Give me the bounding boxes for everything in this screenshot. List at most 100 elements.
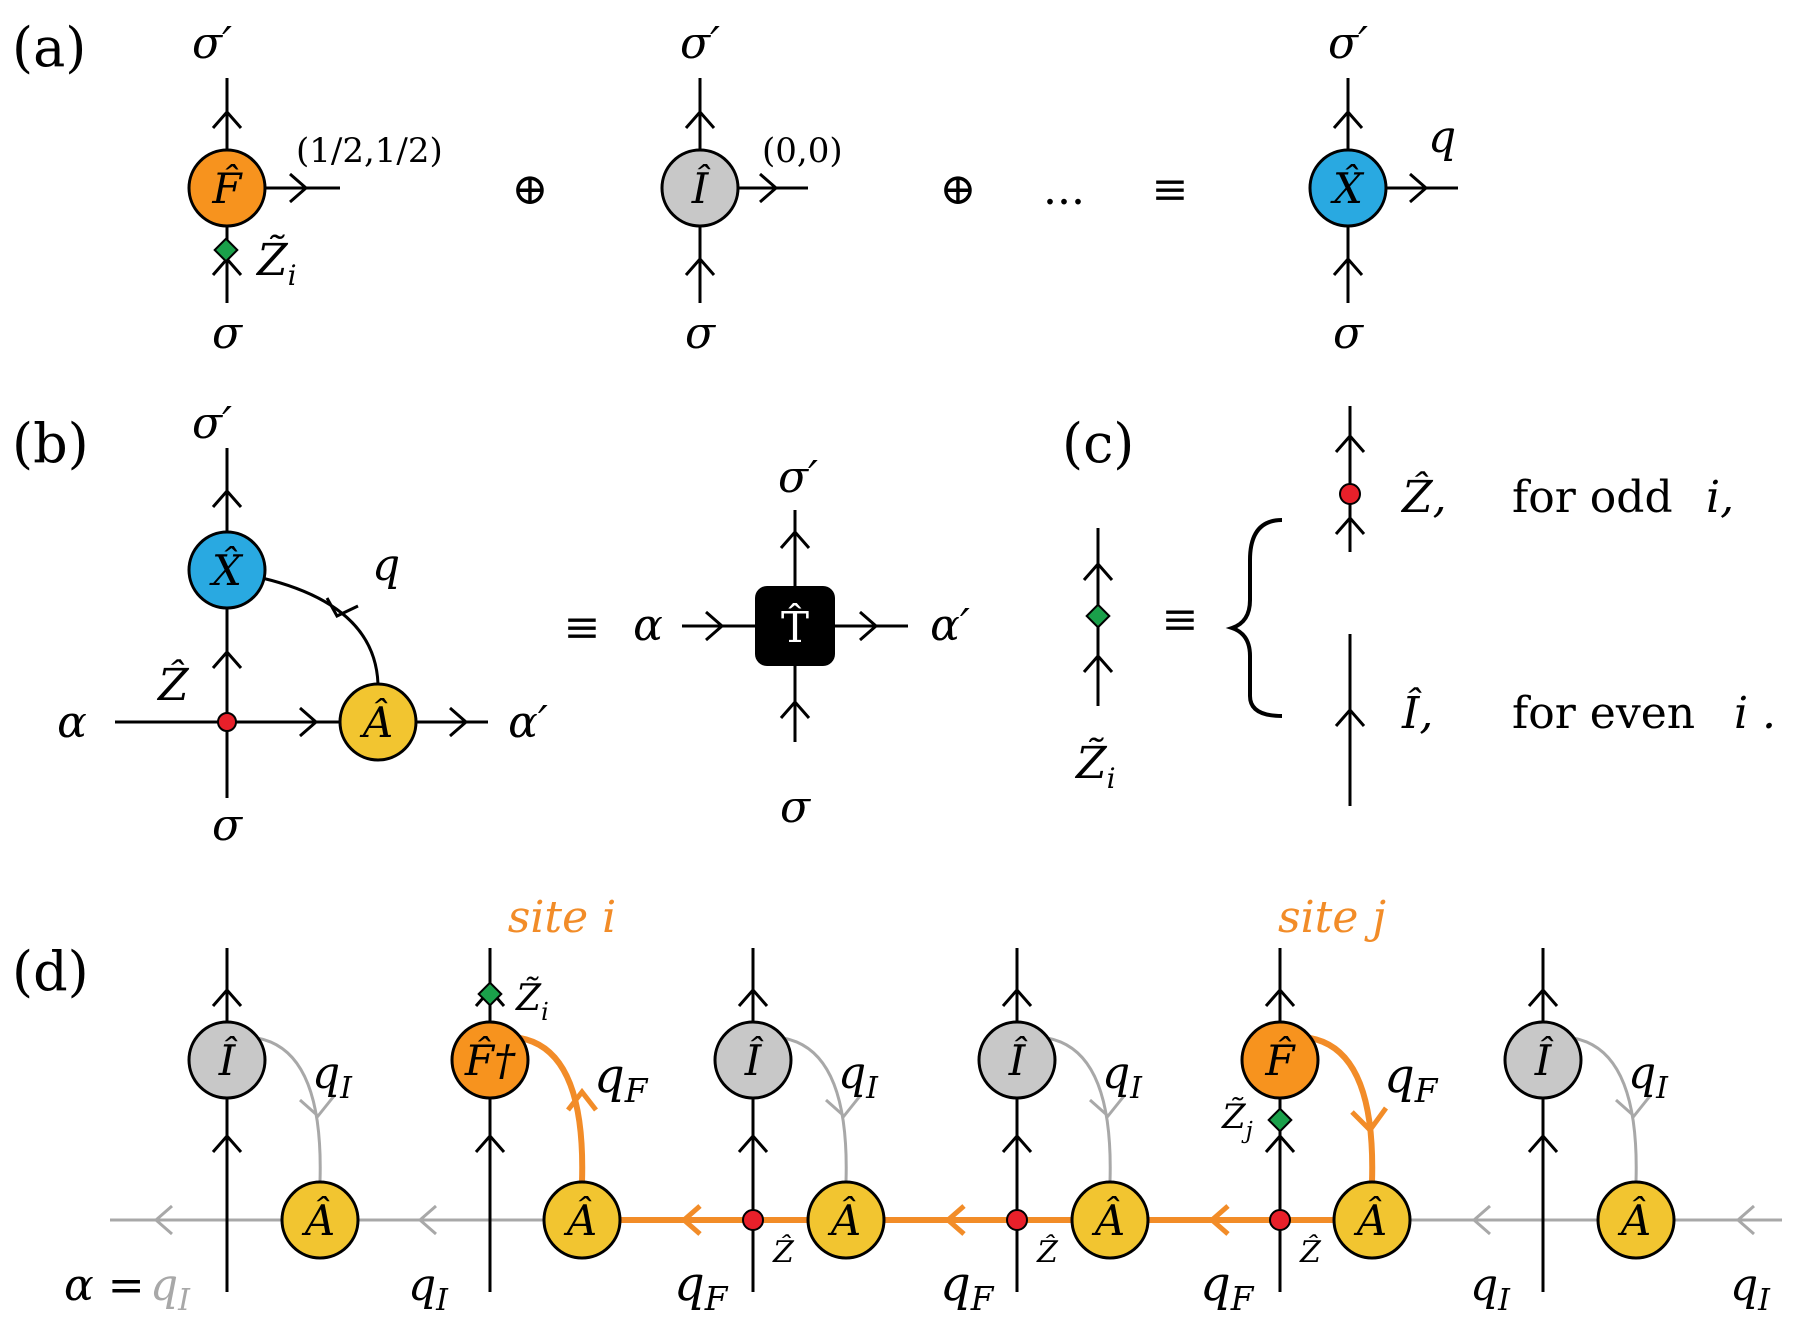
- site-node-label: F̂†: [464, 1034, 516, 1085]
- alpha-prime-b: α′: [508, 697, 548, 748]
- A-node-d: [280, 1180, 360, 1260]
- sigma-T: σ: [780, 782, 812, 833]
- red-dot-d: [1269, 1209, 1291, 1231]
- A-node-label-d: Â: [301, 1195, 335, 1245]
- qI-label-bottom: qI: [408, 1260, 449, 1313]
- grey-arrow: [1615, 1095, 1652, 1119]
- panel-c-even-leg: [1334, 634, 1366, 806]
- Zt-label-a: Z̃i: [255, 233, 297, 292]
- ellipsis: ...: [1043, 164, 1085, 215]
- arrow-up: [1001, 987, 1033, 1007]
- panel-label-d: (d): [12, 940, 89, 1003]
- arrow-up: [737, 987, 769, 1007]
- X-node-label-b: X̂: [209, 544, 244, 595]
- arrow-up: [1527, 987, 1559, 1007]
- F-node-d: [1240, 1020, 1320, 1100]
- A-node-d: [1332, 1180, 1412, 1260]
- red-dot-c: [1339, 483, 1361, 505]
- I-even-label: Î,: [1401, 686, 1433, 739]
- arrow-left: [417, 1204, 437, 1236]
- qF-label: qF: [594, 1048, 649, 1110]
- panel-label-a: (a): [12, 16, 86, 79]
- red-dot-d: [742, 1209, 764, 1231]
- green-diamond-a: [213, 237, 239, 263]
- charge-label-I: (0,0): [762, 131, 843, 171]
- grey-arrow: [299, 1095, 336, 1119]
- qI-label-bottom: qI: [1730, 1260, 1771, 1313]
- arrow-up: [211, 1133, 243, 1153]
- panel-c-odd-leg: [1334, 406, 1366, 552]
- q-label-b: q: [372, 540, 400, 591]
- green-diamond-i: [477, 981, 503, 1007]
- arrow-left: [1735, 1204, 1755, 1236]
- A-node-label-d: Â: [1091, 1195, 1125, 1245]
- site-node-label: Î: [744, 1035, 764, 1085]
- equiv-c: ≡: [1162, 594, 1199, 645]
- Zt-label-c: Z̃i: [1074, 736, 1116, 795]
- equiv-a: ≡: [1152, 164, 1189, 215]
- orange-arrow: [1350, 1106, 1389, 1134]
- arrow-up: [1264, 987, 1296, 1007]
- A-node-label-d: Â: [1353, 1195, 1387, 1245]
- oplus-1: ⊕: [512, 164, 549, 215]
- charge-label-F: (1/2,1/2): [296, 131, 443, 171]
- arrow-up: [474, 1133, 506, 1153]
- I-node-d: [713, 1020, 793, 1100]
- qF-label-bottom: qF: [674, 1256, 729, 1313]
- T-box-label: T̂: [781, 601, 809, 652]
- site-node-label: Î: [218, 1035, 238, 1085]
- site-j-label: site j: [1278, 892, 1386, 943]
- red-dot-b: [217, 712, 237, 732]
- A-node-label-d: Â: [827, 1195, 861, 1245]
- qI-label: qI: [1102, 1048, 1143, 1106]
- arrow-up: [1001, 1133, 1033, 1153]
- A-node-d: [806, 1180, 886, 1260]
- qI-label-bottom: qI: [1470, 1260, 1511, 1313]
- I-node-d: [977, 1020, 1057, 1100]
- T-box: [755, 586, 835, 666]
- Z-small-label: Ẑ: [1036, 1234, 1059, 1270]
- X-node-b: [187, 530, 267, 610]
- X-node-label-a: X̂: [1330, 162, 1365, 213]
- I-node-a: [660, 148, 740, 228]
- even-text: for even: [1512, 688, 1695, 739]
- site-node-label: Î: [1534, 1035, 1554, 1085]
- qF-label: qF: [1384, 1048, 1439, 1110]
- arrow-left: [944, 1204, 966, 1236]
- grey-q-bond: [256, 1036, 322, 1183]
- arrow-up: [211, 987, 243, 1007]
- arrow-up: [737, 1133, 769, 1153]
- arrow-up: [1264, 1133, 1296, 1153]
- A-node-label-d: Â: [1617, 1195, 1651, 1245]
- arrow-left: [680, 1204, 702, 1236]
- arrow-up: [1527, 1133, 1559, 1153]
- alpha-b2: α: [633, 600, 663, 651]
- sigma-prime-a3: σ′: [1328, 18, 1368, 69]
- grey-q-bond: [782, 1036, 848, 1183]
- red-dot-d: [1006, 1209, 1028, 1231]
- Z-small-label: Ẑ: [1299, 1234, 1322, 1270]
- alpha-eq-label: α =: [64, 1260, 145, 1311]
- Z-odd-label: Ẑ,: [1400, 470, 1447, 523]
- A-node-d: [1596, 1180, 1676, 1260]
- oplus-2: ⊕: [940, 164, 977, 215]
- qF-label-bottom: qF: [940, 1256, 995, 1313]
- A-node-b: [338, 682, 418, 762]
- grey-arrow: [1089, 1095, 1126, 1119]
- A-node-d: [542, 1180, 622, 1260]
- alpha-b: α: [57, 697, 87, 748]
- site-node-label: Î: [1008, 1035, 1028, 1085]
- A-node-label-d: Â: [563, 1195, 597, 1245]
- sigma-a2: σ: [685, 308, 717, 359]
- panel-label-c: (c): [1062, 412, 1134, 475]
- sigma-b: σ: [212, 800, 244, 851]
- sigma-prime-a2: σ′: [680, 18, 720, 69]
- F-node-label: F̂: [211, 162, 243, 213]
- Z-label-b: Ẑ: [156, 658, 190, 711]
- arrow-left: [1471, 1204, 1491, 1236]
- Z-small-label: Ẑ: [772, 1234, 795, 1270]
- grey-arrow: [825, 1095, 862, 1119]
- q-label-a: q: [1428, 112, 1456, 163]
